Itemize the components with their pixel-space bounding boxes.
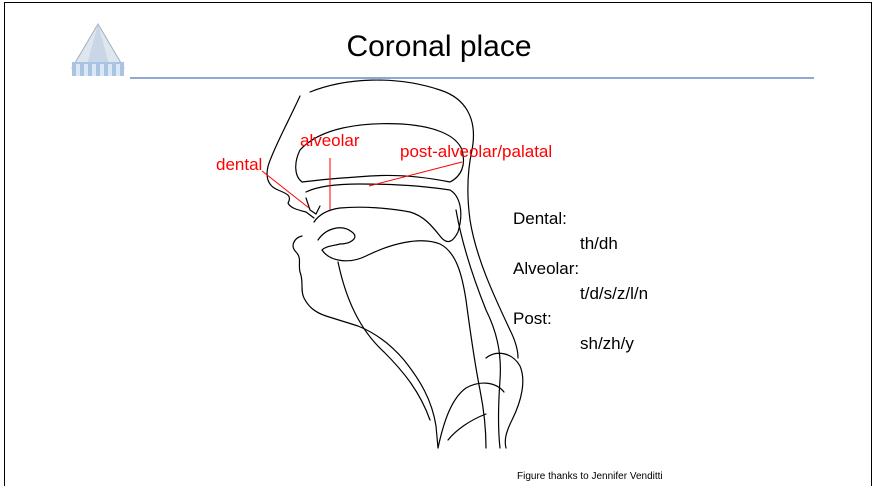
list-examples-post: sh/zh/y: [513, 331, 648, 356]
label-post-alveolar: post-alveolar/palatal: [400, 142, 552, 162]
label-alveolar: alveolar: [300, 131, 360, 151]
label-dental: dental: [216, 155, 262, 175]
list-examples-alveolar: t/d/s/z/l/n: [513, 281, 648, 306]
list-heading-alveolar: Alveolar:: [513, 256, 648, 281]
figure-credit: Figure thanks to Jennifer Venditti: [517, 471, 663, 482]
list-heading-dental: Dental:: [513, 206, 648, 231]
list-examples-dental: th/dh: [513, 231, 648, 256]
list-heading-post: Post:: [513, 306, 648, 331]
place-list: Dental: th/dh Alveolar: t/d/s/z/l/n Post…: [513, 206, 648, 356]
